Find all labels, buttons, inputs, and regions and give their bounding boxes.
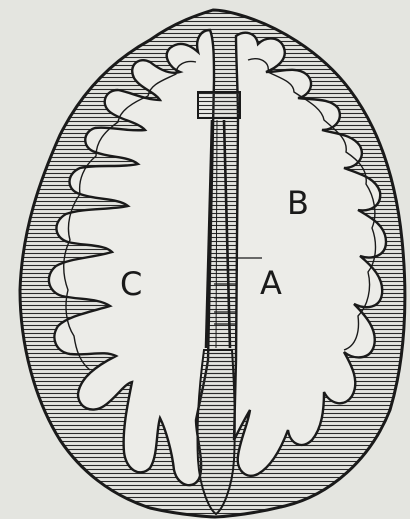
label-b: B (287, 184, 309, 222)
posterior-region (197, 350, 234, 514)
label-c: C (120, 265, 142, 303)
corpus-callosum-band (198, 92, 240, 118)
label-a: A (260, 264, 282, 302)
